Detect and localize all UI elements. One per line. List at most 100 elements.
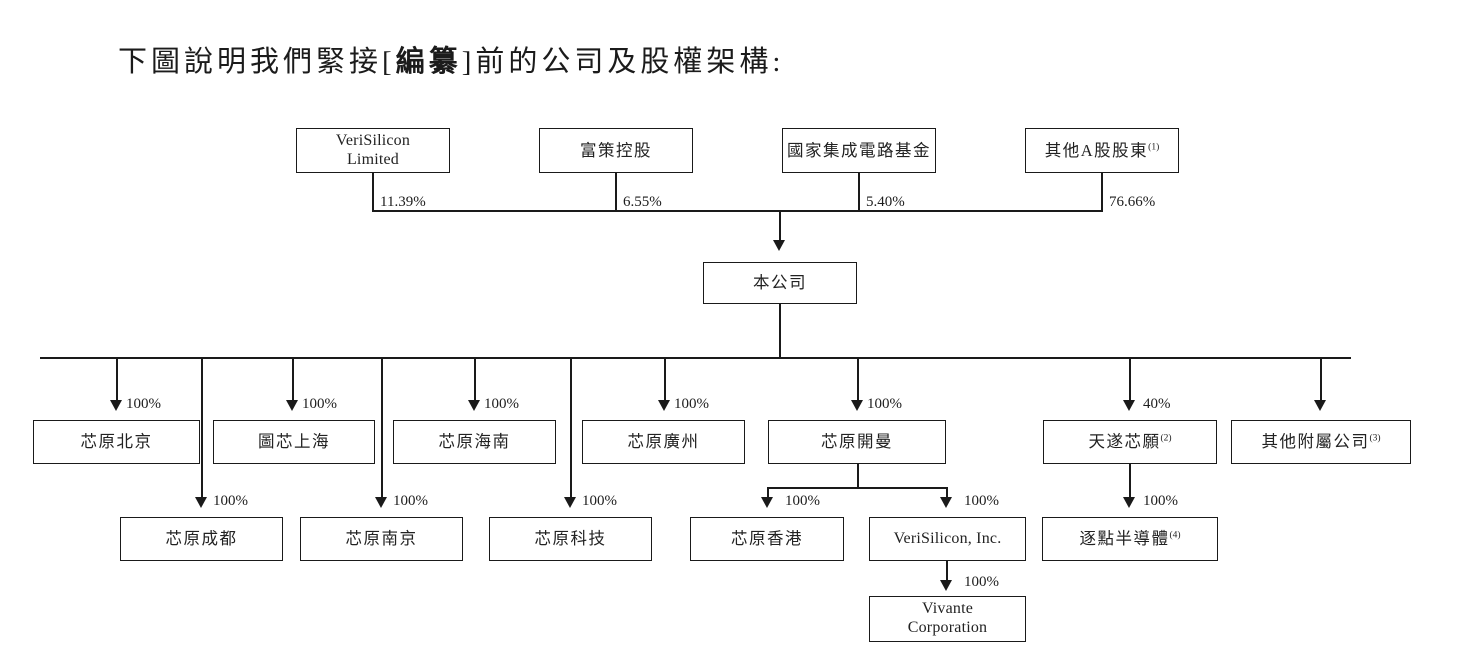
arrow-vs-hongkong xyxy=(761,497,773,508)
arrow-vs-technology xyxy=(564,497,576,508)
node-other-subsidiaries[interactable]: 其他附屬公司(3) xyxy=(1231,420,1411,464)
node-vs-nanjing-label: 芯原南京 xyxy=(345,529,418,549)
node-vs-hainan-label: 芯原海南 xyxy=(438,432,511,452)
node-other-a-shareholders-label: 其他A股股東(1) xyxy=(1041,141,1164,160)
arrow-tiansui-xinyuan xyxy=(1123,400,1135,411)
node-vs-cayman-label: 芯原開曼 xyxy=(821,432,893,452)
percent-vs-hainan: 100% xyxy=(484,396,519,412)
node-tuxin-shanghai[interactable]: 圖芯上海 xyxy=(213,420,375,464)
node-other-a-shareholders-footnote: (1) xyxy=(1148,142,1160,153)
page-title-part-before: 下圖說明我們緊接[ xyxy=(118,46,396,78)
node-zhudian-semi-footnote: (4) xyxy=(1169,530,1181,541)
node-national-ic-fund-label: 國家集成電路基金 xyxy=(787,140,931,160)
connector-bus-to-company xyxy=(779,210,781,243)
connector-vs-guangzhou-drop xyxy=(664,357,666,403)
connector-vs-beijing-drop xyxy=(116,357,118,403)
connector-vs-technology-drop xyxy=(570,357,572,500)
node-vs-guangzhou-label: 芯原廣州 xyxy=(627,432,700,452)
node-vivante[interactable]: Vivante Corporation xyxy=(869,596,1026,642)
percent-vs-cayman: 100% xyxy=(867,396,902,412)
node-other-subsidiaries-footnote: (3) xyxy=(1369,433,1381,444)
percent-vs-guangzhou: 100% xyxy=(674,396,709,412)
arrow-vs-chengdu xyxy=(195,497,207,508)
node-vs-guangzhou[interactable]: 芯原廣州 xyxy=(582,420,745,464)
connector-fuce-holdings-drop xyxy=(615,173,617,212)
node-vs-technology-label: 芯原科技 xyxy=(534,529,607,549)
arrow-vs-beijing xyxy=(110,400,122,411)
arrow-vs-hainan xyxy=(468,400,480,411)
connector-vs-cayman-drop xyxy=(857,357,859,403)
connector-vs-nanjing-drop xyxy=(381,357,383,500)
connector-vs-hainan-drop xyxy=(474,357,476,403)
node-fuce-holdings-label: 富策控股 xyxy=(580,140,652,160)
percent-verisilicon-inc: 100% xyxy=(964,493,999,509)
node-vivante-line2: Corporation xyxy=(907,619,988,636)
arrow-vs-cayman xyxy=(851,400,863,411)
percent-vs-technology: 100% xyxy=(582,493,617,509)
connector-national-ic-fund-drop xyxy=(858,173,860,212)
connector-verisilicon-limited-drop xyxy=(372,173,374,212)
node-vs-hongkong-label: 芯原香港 xyxy=(731,529,803,549)
node-other-a-shareholders[interactable]: 其他A股股東(1) xyxy=(1025,128,1179,173)
connector-cayman-stem xyxy=(857,464,859,488)
node-tiansui-xinyuan-label: 天遂芯願(2) xyxy=(1084,432,1175,451)
node-vivante-label: Vivante Corporation xyxy=(904,600,992,638)
percent-other-a-shareholders: 76.66% xyxy=(1109,194,1156,210)
percent-tuxin-shanghai: 100% xyxy=(302,396,337,412)
connector-vs-chengdu-drop xyxy=(201,357,203,500)
percent-vs-nanjing: 100% xyxy=(393,493,428,509)
connector-cayman-split-bar xyxy=(767,487,947,489)
node-verisilicon-inc[interactable]: VeriSilicon, Inc. xyxy=(869,517,1026,561)
node-tuxin-shanghai-label: 圖芯上海 xyxy=(258,432,330,452)
node-the-company[interactable]: 本公司 xyxy=(703,262,857,304)
arrow-vivante xyxy=(940,580,952,591)
percent-vs-chengdu: 100% xyxy=(213,493,248,509)
node-tiansui-xinyuan[interactable]: 天遂芯願(2) xyxy=(1043,420,1217,464)
arrow-other-subsidiaries xyxy=(1314,400,1326,411)
node-vs-hongkong[interactable]: 芯原香港 xyxy=(690,517,844,561)
node-other-subsidiaries-label: 其他附屬公司(3) xyxy=(1257,432,1384,451)
node-the-company-label: 本公司 xyxy=(753,273,807,293)
node-verisilicon-inc-label: VeriSilicon, Inc. xyxy=(893,529,1002,547)
connector-other-subsidiaries-drop xyxy=(1320,357,1322,403)
arrow-vs-guangzhou xyxy=(658,400,670,411)
node-zhudian-semi-text: 逐點半導體 xyxy=(1079,529,1170,549)
connector-vs-hongkong-drop xyxy=(767,487,769,500)
node-verisilicon-limited-line2: Limited xyxy=(346,150,400,168)
connector-company-stem xyxy=(779,304,781,359)
node-vs-cayman[interactable]: 芯原開曼 xyxy=(768,420,946,464)
connector-shareholder-bus xyxy=(372,210,1103,212)
node-vs-nanjing[interactable]: 芯原南京 xyxy=(300,517,463,561)
percent-tiansui-xinyuan: 40% xyxy=(1143,396,1171,412)
node-vs-chengdu[interactable]: 芯原成都 xyxy=(120,517,283,561)
node-other-subsidiaries-text: 其他附屬公司 xyxy=(1261,432,1370,452)
node-vs-hainan[interactable]: 芯原海南 xyxy=(393,420,556,464)
percent-vs-beijing: 100% xyxy=(126,396,161,412)
node-vs-beijing-label: 芯原北京 xyxy=(80,432,153,452)
percent-national-ic-fund: 5.40% xyxy=(866,194,905,210)
arrow-verisilicon-inc xyxy=(940,497,952,508)
node-vs-technology[interactable]: 芯原科技 xyxy=(489,517,652,561)
connector-verisilicon-inc-drop xyxy=(946,487,948,500)
node-vs-chengdu-label: 芯原成都 xyxy=(165,529,238,549)
node-vs-beijing[interactable]: 芯原北京 xyxy=(33,420,200,464)
connector-zhudian-semi-drop xyxy=(1129,464,1131,500)
node-zhudian-semi[interactable]: 逐點半導體(4) xyxy=(1042,517,1218,561)
connector-tuxin-shanghai-drop xyxy=(292,357,294,403)
arrow-to-the-company xyxy=(773,240,785,251)
connector-tiansui-xinyuan-drop xyxy=(1129,357,1131,403)
page-title-part-after: ]前的公司及股權架構: xyxy=(461,46,785,78)
node-national-ic-fund[interactable]: 國家集成電路基金 xyxy=(782,128,936,173)
arrow-vs-nanjing xyxy=(375,497,387,508)
node-tiansui-xinyuan-footnote: (2) xyxy=(1160,433,1172,444)
page-title-emphasis: 編纂 xyxy=(395,46,462,78)
node-verisilicon-limited-label: VeriSilicon Limited xyxy=(332,132,414,170)
percent-zhudian-semi: 100% xyxy=(1143,493,1178,509)
node-verisilicon-limited[interactable]: VeriSilicon Limited xyxy=(296,128,450,173)
percent-vs-hongkong: 100% xyxy=(785,493,820,509)
percent-vivante: 100% xyxy=(964,574,999,590)
node-verisilicon-limited-line1: VeriSilicon xyxy=(335,131,411,149)
node-other-a-shareholders-text: 其他A股股東 xyxy=(1044,140,1149,160)
node-fuce-holdings[interactable]: 富策控股 xyxy=(539,128,693,173)
